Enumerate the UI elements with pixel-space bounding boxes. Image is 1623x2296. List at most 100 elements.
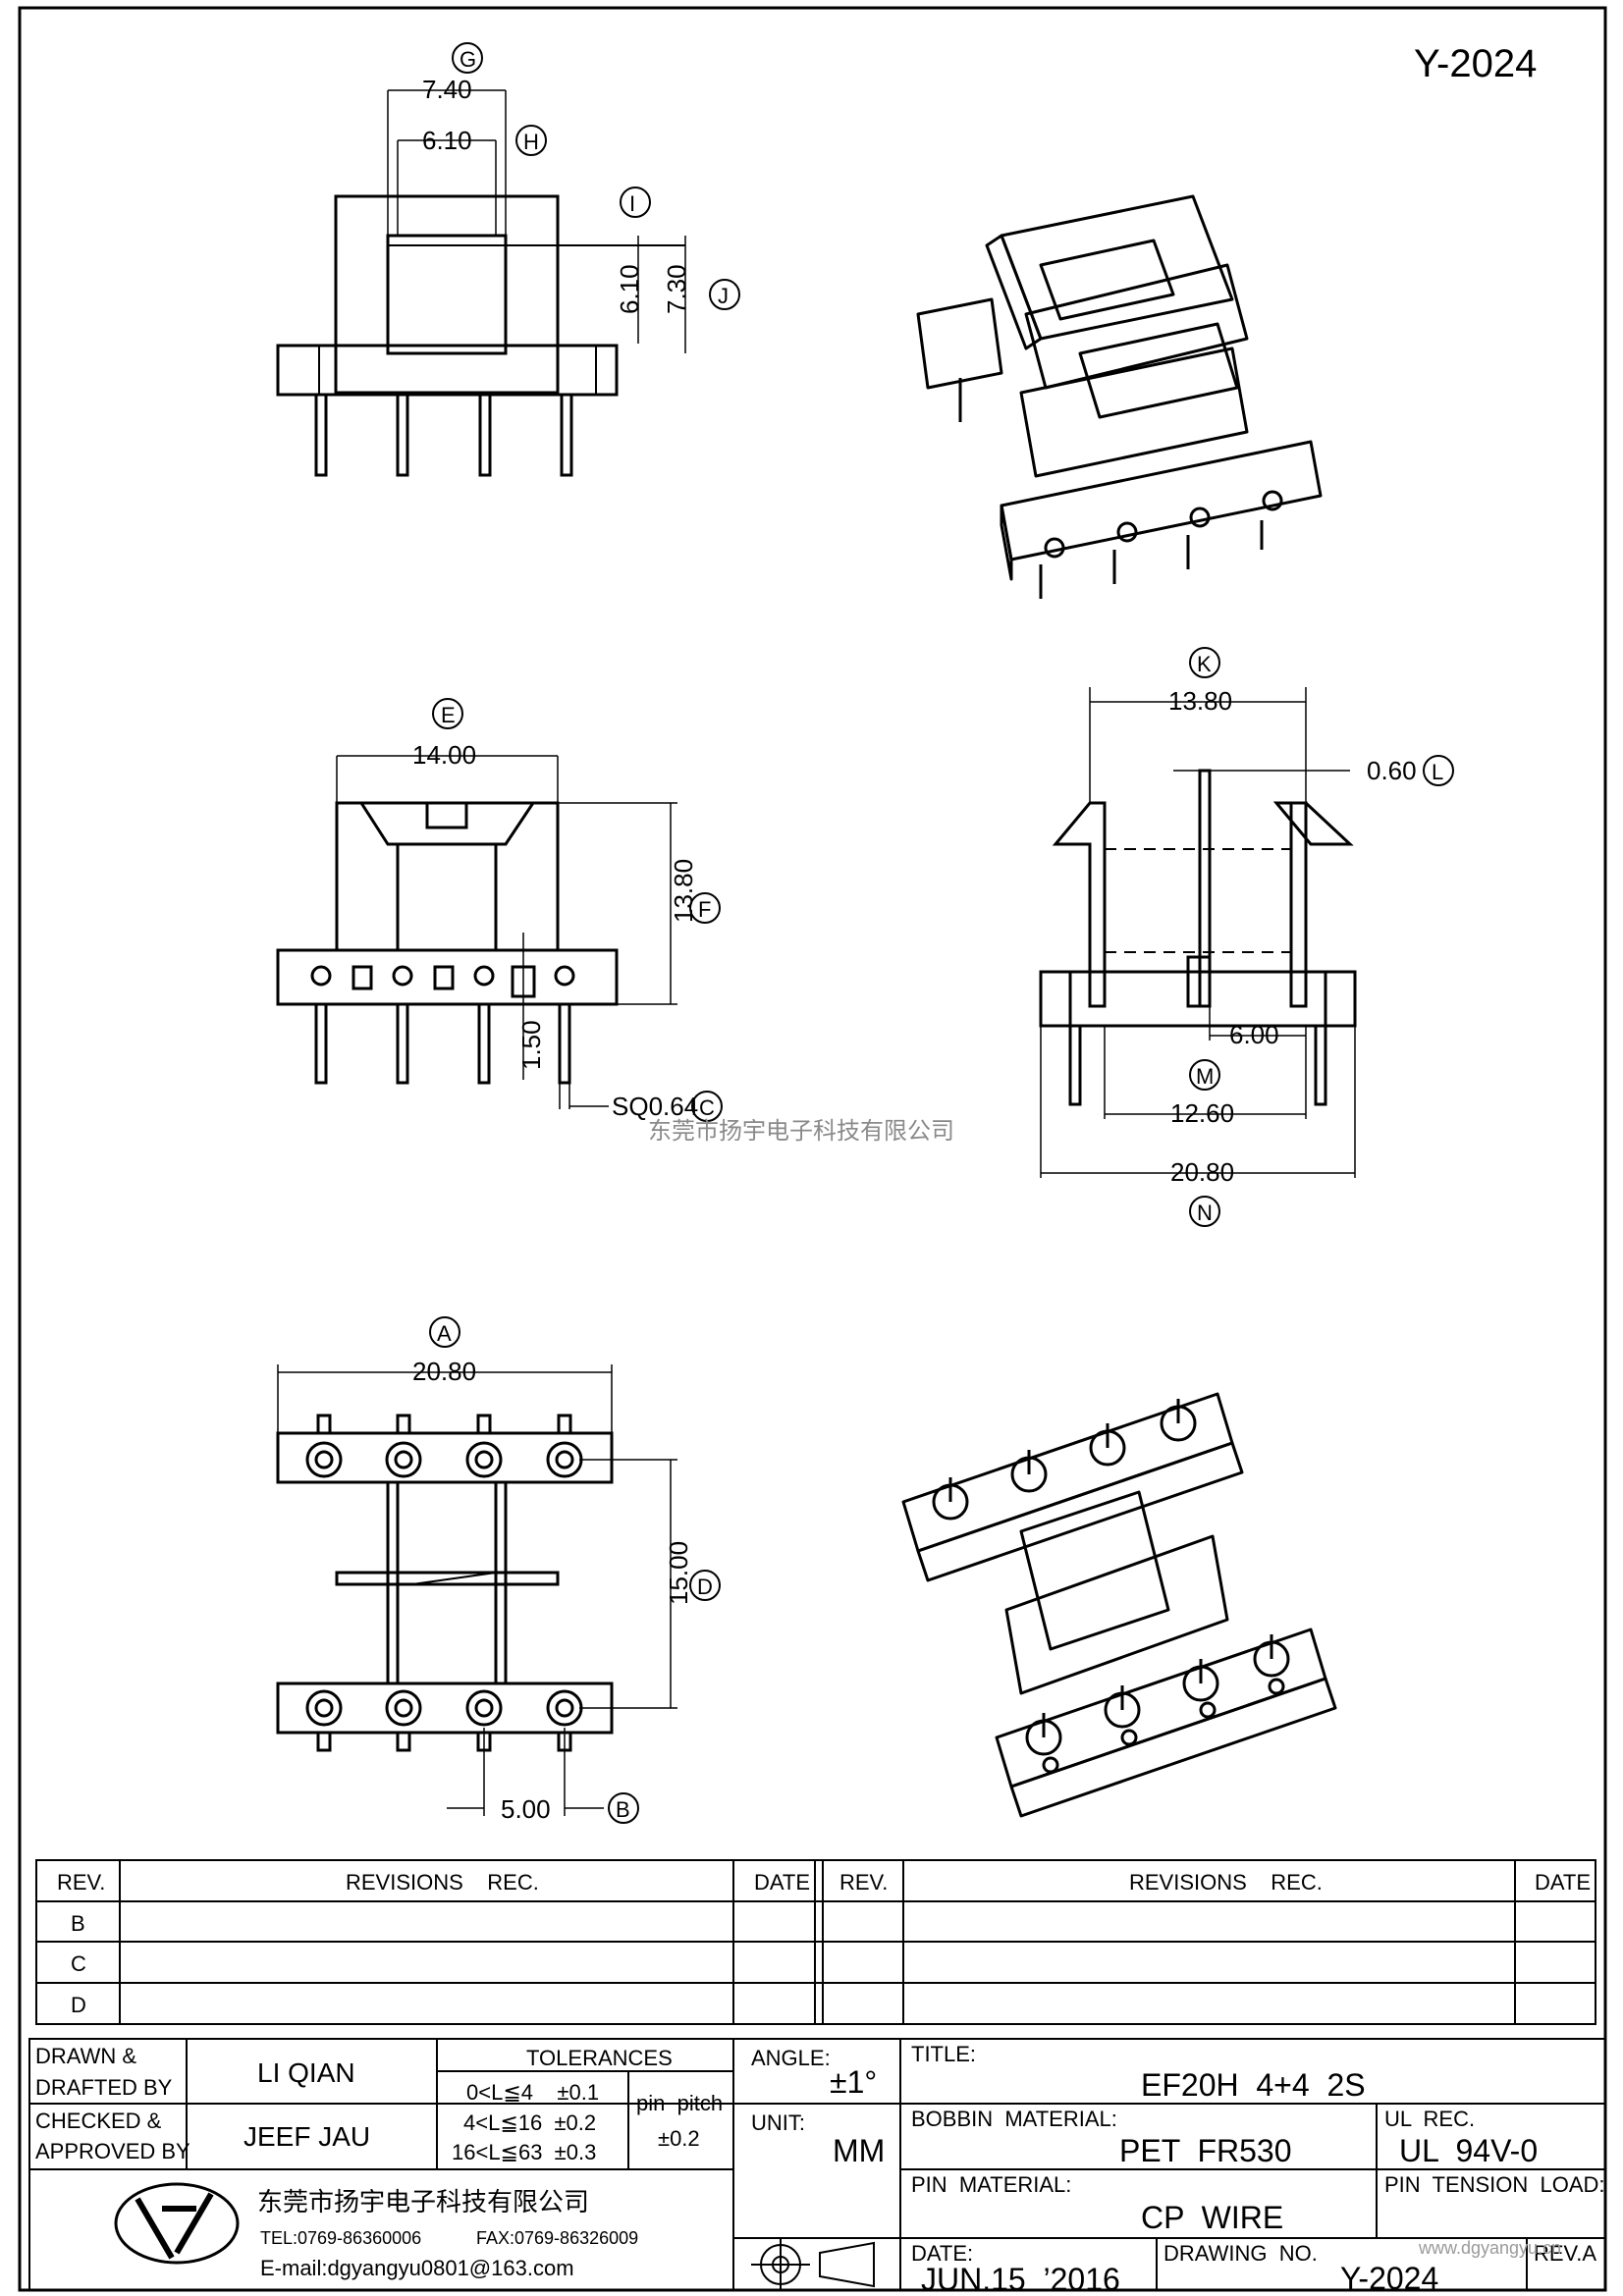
dim-N-value: 20.80 xyxy=(1170,1157,1234,1187)
front-core-window xyxy=(386,234,508,355)
side-pin-hole-4 xyxy=(554,965,575,987)
iso1-top-flange xyxy=(1000,194,1234,341)
callout-E-label: E xyxy=(441,703,456,727)
callout-N-label: N xyxy=(1197,1201,1213,1225)
iso2-top-rail xyxy=(901,1392,1234,1553)
callout-G-label: G xyxy=(460,47,476,72)
section-base xyxy=(1039,970,1357,1028)
sheet-border xyxy=(18,6,1607,2292)
dim-inner-value: 6.00 xyxy=(1229,1020,1279,1049)
callout-A-label: A xyxy=(437,1321,452,1346)
callout-I-label: I xyxy=(629,191,635,216)
ul-rec-label: UL REC. xyxy=(1384,2107,1475,2131)
iso1-core-body xyxy=(1024,263,1249,390)
side-top-chamfer xyxy=(358,801,536,846)
callout-J xyxy=(709,279,740,310)
iso1-lower-flange xyxy=(1019,347,1249,478)
company-fax: FAX:0769-86326009 xyxy=(476,2228,638,2248)
callout-N xyxy=(1189,1196,1220,1227)
callout-A xyxy=(429,1316,460,1348)
tolerance-row-3: 16<L≦63 ±0.3 xyxy=(452,2140,596,2164)
callout-D-label: D xyxy=(697,1575,713,1599)
pin-material-value: CP WIRE xyxy=(1141,2200,1283,2235)
iso1-lower-window xyxy=(1078,322,1239,419)
tolerance-row-2: 4<L≦16 ±0.2 xyxy=(463,2110,596,2135)
bottom-bottom-pins xyxy=(305,1689,583,1752)
date-label: DATE: xyxy=(911,2241,973,2266)
pin-material-label: PIN MATERIAL: xyxy=(911,2172,1071,2197)
projection-symbol-icon xyxy=(751,2238,875,2290)
iso1-side-tab xyxy=(916,297,1003,390)
drawing-number-value: Y-2024 xyxy=(1340,2261,1438,2296)
side-pin-hole-3 xyxy=(473,965,495,987)
drawn-label-2: DRAFTED BY xyxy=(35,2075,173,2100)
bottom-view-annotations: 20.80 15.00 5.00 A D B xyxy=(412,1316,721,1824)
drawing-number-label: DRAWING NO. xyxy=(1163,2241,1318,2266)
side-view xyxy=(276,755,677,1109)
ul-rec-value: UL 94V-0 xyxy=(1399,2133,1538,2168)
side-pin-2 xyxy=(396,1002,409,1085)
section-left-flange xyxy=(1052,801,1107,1008)
iso2-center-flange xyxy=(1004,1534,1229,1695)
side-pin-hole-1 xyxy=(310,965,332,987)
front-pin-3 xyxy=(478,393,492,477)
drawn-label-1: DRAWN & xyxy=(35,2044,136,2068)
pin-tension-label: PIN TENSION LOAD: xyxy=(1384,2172,1605,2197)
rev-header-right: REV. xyxy=(839,1870,888,1895)
iso1-window xyxy=(1039,239,1175,321)
callout-D xyxy=(689,1570,721,1601)
rev-header-left: REV. xyxy=(57,1870,105,1895)
callout-F xyxy=(689,892,721,924)
iso1-flange-edge xyxy=(985,234,1043,350)
side-top-notch xyxy=(425,801,468,829)
callout-J-label: J xyxy=(718,284,729,308)
side-core xyxy=(396,842,498,952)
revisions-header-left: REVISIONS REC. xyxy=(346,1870,539,1895)
date-header-left: DATE xyxy=(754,1870,810,1895)
dim-J-value: 7.30 xyxy=(662,264,691,314)
company-tel: TEL:0769-86360006 xyxy=(260,2228,421,2248)
callout-I xyxy=(620,187,651,218)
callout-F-label: F xyxy=(698,897,711,922)
iso1-base-edge xyxy=(1000,504,1013,581)
side-pin-hole-2 xyxy=(392,965,413,987)
bottom-view xyxy=(276,1364,677,1816)
callout-C-label: C xyxy=(699,1095,715,1120)
company-name: 东莞市扬宇电子科技有限公司 xyxy=(257,2187,589,2216)
pin-pitch-value: ±0.2 xyxy=(658,2126,700,2151)
callout-K xyxy=(1189,647,1220,678)
tolerance-row-1: 0<L≦4 ±0.1 xyxy=(466,2080,599,2105)
drawing-number-header: Y-2024 xyxy=(1414,42,1537,85)
section-right-flange xyxy=(1289,801,1308,1008)
dim-M-value: 12.60 xyxy=(1170,1098,1234,1128)
title-block xyxy=(28,2038,1606,2291)
side-base xyxy=(276,948,619,1006)
tolerances-label: TOLERANCES xyxy=(526,2046,673,2070)
side-pin-1 xyxy=(314,1002,328,1085)
callout-G xyxy=(452,42,483,74)
section-view xyxy=(1039,687,1357,1178)
dim-D-value: 15.00 xyxy=(664,1541,693,1605)
iso2-bottom-rail xyxy=(995,1628,1327,1789)
callout-B xyxy=(608,1792,639,1824)
side-pin-3 xyxy=(477,1002,491,1085)
rev-row-c: C xyxy=(71,1951,86,1976)
date-value: JUN.15 ’2016 xyxy=(921,2262,1120,2296)
revision-table xyxy=(35,1859,1596,2025)
dim-K-value: 13.80 xyxy=(1168,686,1232,716)
isometric-bottom-view xyxy=(901,1392,1337,1818)
section-pin-right xyxy=(1314,1024,1327,1106)
side-pin-4 xyxy=(558,1002,571,1085)
company-watermark: 东莞市扬宇电子科技有限公司 xyxy=(648,1118,954,1145)
bottom-center-wall xyxy=(335,1571,560,1586)
callout-B-label: B xyxy=(616,1797,630,1822)
callout-M xyxy=(1189,1059,1220,1091)
title-block-text: DRAWN & DRAFTED BY LI QIAN CHECKED & APP… xyxy=(35,2042,1605,2296)
dim-F-value: 13.80 xyxy=(669,859,698,923)
isometric-top-view xyxy=(916,194,1323,599)
front-view xyxy=(276,89,686,477)
unit-label: UNIT: xyxy=(751,2110,805,2135)
front-pin-2 xyxy=(396,393,409,477)
callout-K-label: K xyxy=(1197,652,1212,676)
